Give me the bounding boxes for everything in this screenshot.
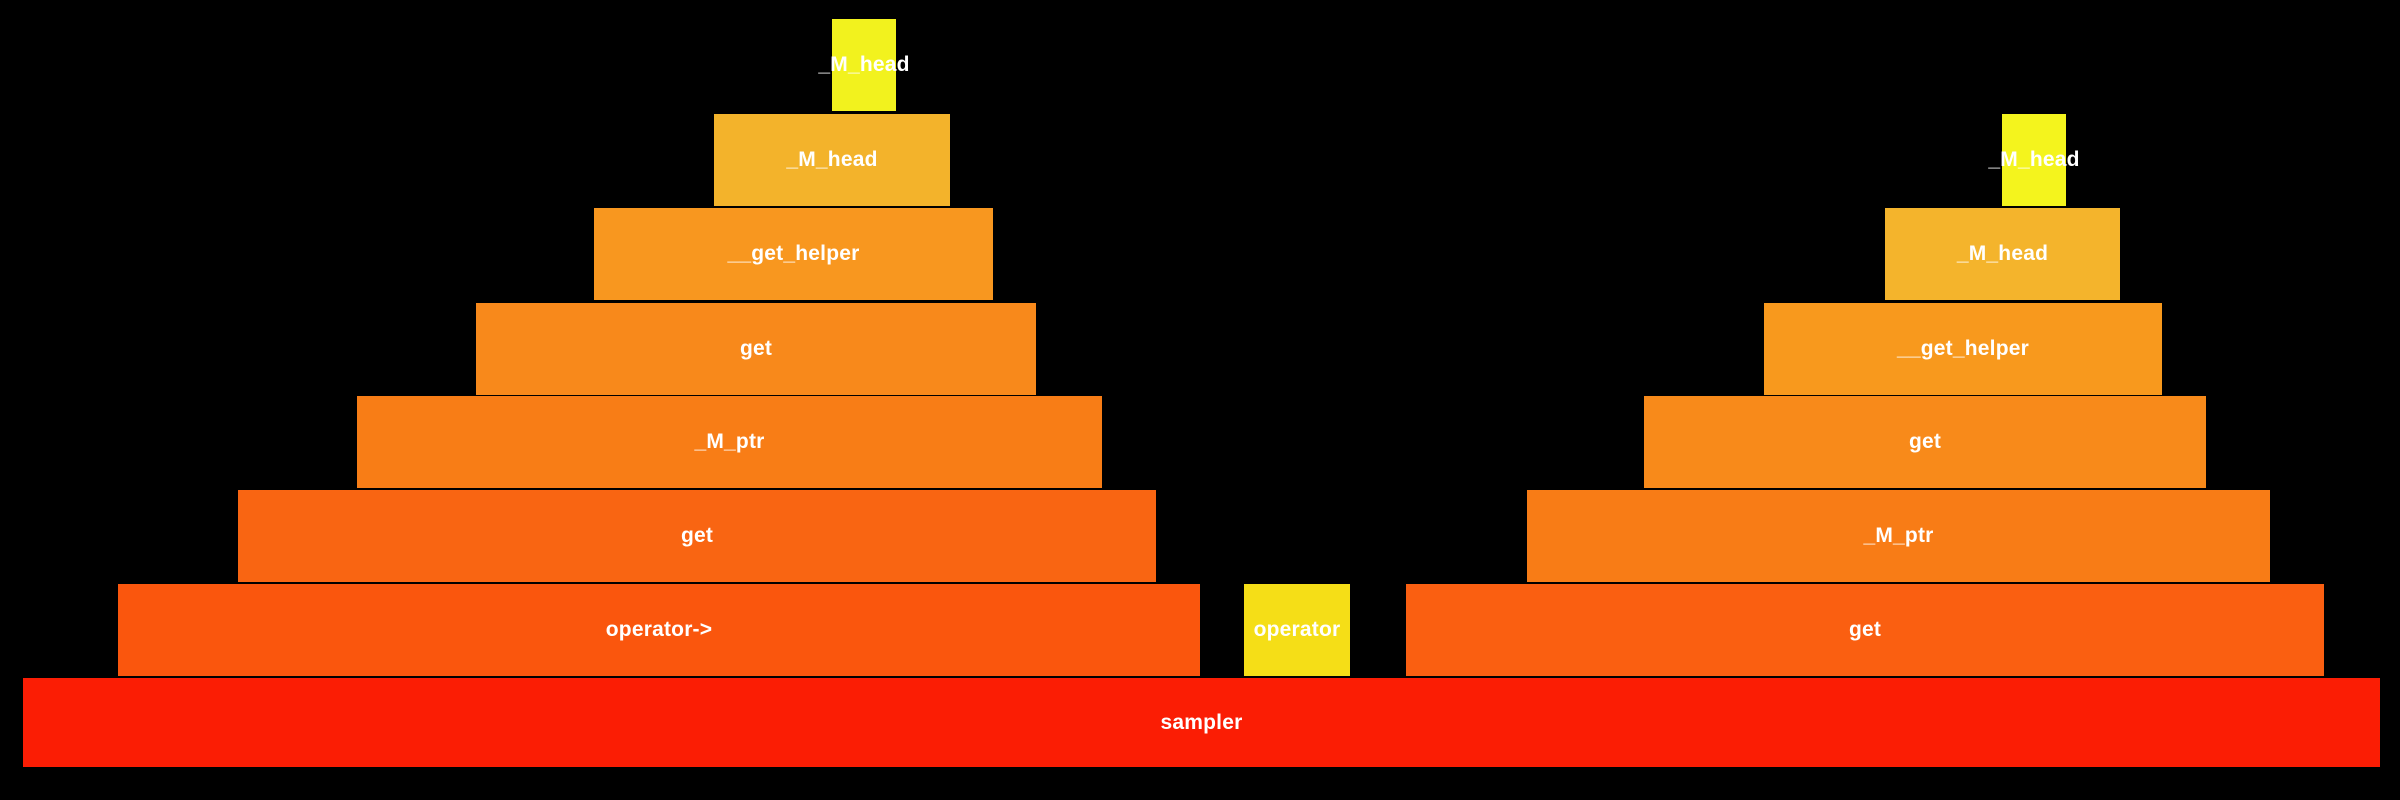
frame-sampler-d0[interactable]: sampler (23, 678, 2380, 767)
frame-m-head-d5[interactable]: _M_head (1885, 208, 2120, 300)
frame-m-head-d6[interactable]: _M_head (1988, 114, 2079, 206)
frame-m-head-d6[interactable]: _M_head (714, 114, 950, 206)
frame-m-ptr-d3[interactable]: _M_ptr (357, 396, 1102, 488)
frame-get-d1[interactable]: get (1406, 584, 2324, 676)
frame-m-ptr-d2[interactable]: _M_ptr (1527, 490, 2270, 582)
frame-operator-d1[interactable]: operator-> (118, 584, 1200, 676)
frame-operator-d1[interactable]: operator (1244, 584, 1350, 676)
frame-m-head-d7[interactable]: _M_head (818, 19, 909, 111)
frame-get-helper-d4[interactable]: __get_helper (1764, 303, 2162, 395)
frame-get-helper-d5[interactable]: __get_helper (594, 208, 993, 300)
frame-get-d4[interactable]: get (476, 303, 1036, 395)
frame-get-d2[interactable]: get (238, 490, 1156, 582)
frame-get-d3[interactable]: get (1644, 396, 2206, 488)
